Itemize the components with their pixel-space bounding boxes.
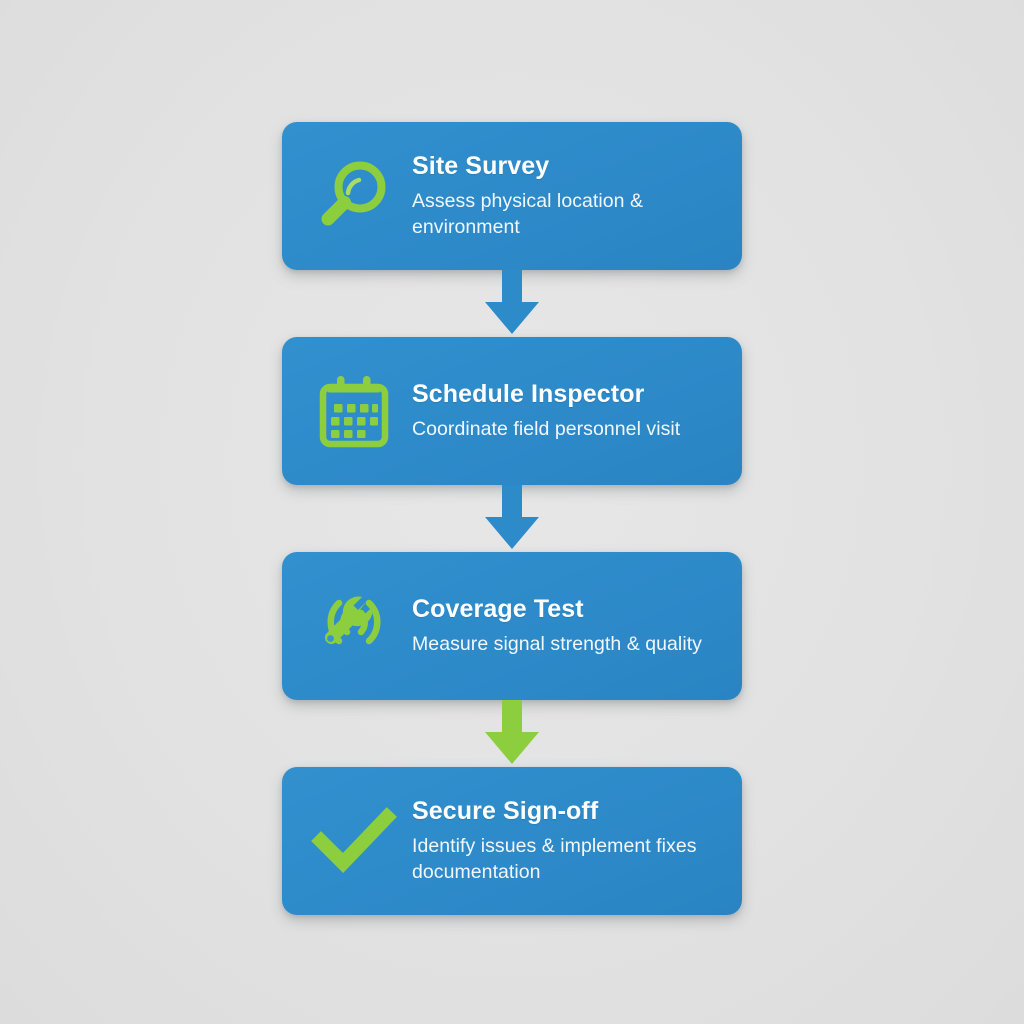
step-description: Assess physical location & environment: [412, 189, 644, 238]
checkmark-icon: [306, 793, 402, 889]
connector-arrow-1: [282, 270, 742, 337]
flow-step-coverage-test[interactable]: Coverage Test Measure signal strength & …: [282, 552, 742, 700]
step-description: Identify issues & implement fixes docume…: [412, 834, 697, 883]
step-text-block: Coverage Test Measure signal strength & …: [402, 595, 720, 658]
flowchart: Site Survey Assess physical location & e…: [282, 122, 742, 915]
magnifier-icon: [306, 148, 402, 244]
step-description: Measure signal strength & quality: [412, 632, 702, 655]
calendar-icon: [306, 363, 402, 459]
step-title: Coverage Test: [412, 594, 584, 623]
step-text-block: Site Survey Assess physical location & e…: [402, 152, 720, 240]
step-title: Secure Sign-off: [412, 796, 599, 825]
step-text-block: Schedule Inspector Coordinate field pers…: [402, 380, 720, 443]
step-title: Site Survey: [412, 151, 550, 180]
step-title: Schedule Inspector: [412, 379, 645, 408]
step-text-block: Secure Sign-off Identify issues & implem…: [402, 797, 720, 885]
connector-arrow-3: [282, 700, 742, 767]
flow-step-site-survey[interactable]: Site Survey Assess physical location & e…: [282, 122, 742, 270]
step-description: Coordinate field personnel visit: [412, 417, 681, 440]
signal-wrench-icon: [306, 578, 402, 674]
connector-arrow-2: [282, 485, 742, 552]
flow-step-secure-signoff[interactable]: Secure Sign-off Identify issues & implem…: [282, 767, 742, 915]
flow-step-schedule-inspector[interactable]: Schedule Inspector Coordinate field pers…: [282, 337, 742, 485]
